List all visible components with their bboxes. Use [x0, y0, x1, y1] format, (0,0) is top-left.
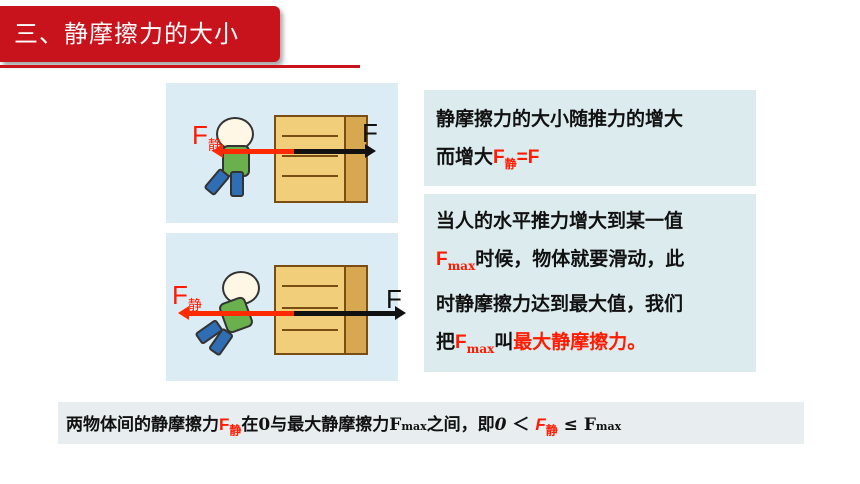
push-force-arrow [294, 306, 406, 320]
note2-line2: Fmax时候，物体就要滑动，此 [436, 248, 685, 273]
push-force-label: F [362, 118, 378, 148]
title-underline [0, 65, 360, 68]
crate-icon [274, 115, 368, 203]
push-force-arrow [294, 144, 376, 158]
note-max-static-friction: 当人的水平推力增大到某一值 Fmax时候，物体就要滑动，此 时静摩擦力达到最大值… [424, 194, 756, 372]
note1-line1: 静摩擦力的大小随推力的增大 [436, 108, 684, 130]
static-friction-label: F静 [172, 280, 202, 314]
static-friction-arrow [212, 144, 294, 158]
note2-line3: 时静摩擦力达到最大值，我们 [436, 292, 684, 315]
scene-push-max: F静 F [166, 233, 406, 381]
section-title: 三、静摩擦力的大小 [14, 20, 239, 48]
scene-push-small: F静 F [166, 83, 398, 223]
boy-leg [230, 171, 244, 197]
static-friction-label: F静 [192, 120, 222, 154]
note-static-friction-increase: 静摩擦力的大小随推力的增大 而增大F静=F [424, 90, 756, 186]
static-friction-arrow [178, 306, 294, 320]
summary-range: 两物体间的静摩擦力F静在0与最大静摩擦力Fmax之间，即0 ＜ F静 ≤ Fma… [58, 402, 804, 444]
push-force-label: F [386, 284, 402, 314]
crate-icon [274, 265, 368, 355]
note1-line2: 而增大F静=F [436, 146, 540, 171]
note2-line4: 把Fmax叫最大静摩擦力。 [436, 330, 647, 356]
note2-line1: 当人的水平推力增大到某一值 [436, 210, 684, 232]
summary-text: 两物体间的静摩擦力F静在0与最大静摩擦力Fmax之间，即0 ＜ F静 ≤ Fma… [66, 415, 622, 438]
section-title-bar: 三、静摩擦力的大小 [0, 6, 280, 62]
